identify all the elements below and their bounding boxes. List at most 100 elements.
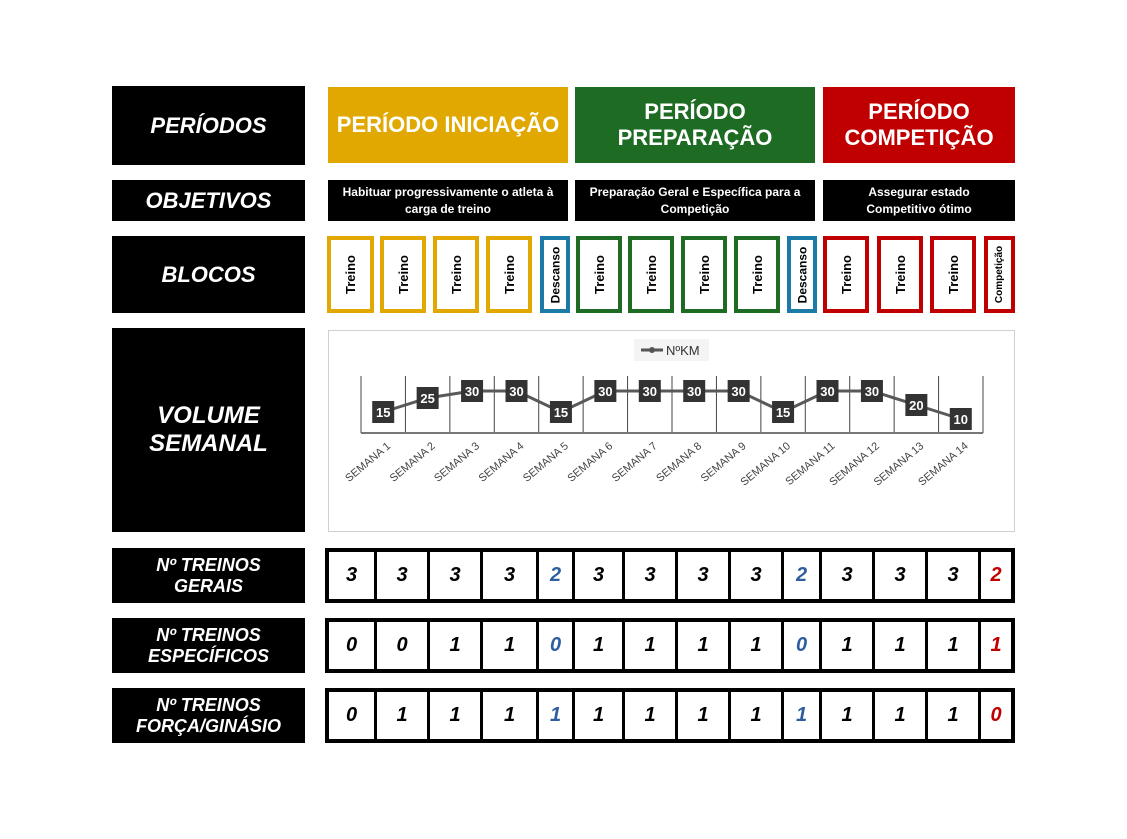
cell-especificos-12: 1 (875, 622, 928, 669)
block-14: Competição (984, 236, 1015, 313)
cell-especificos-7: 1 (625, 622, 678, 669)
cell-especificos-6: 1 (575, 622, 625, 669)
cell-gerais-12: 3 (875, 552, 928, 599)
block-label: Treino (838, 254, 854, 295)
data-label: 20 (909, 398, 923, 413)
cell-gerais-10: 2 (784, 552, 822, 599)
cell-forca-8: 1 (678, 692, 731, 739)
data-label: 30 (731, 384, 745, 399)
label-forca: Nº TREINOS FORÇA/GINÁSIO (112, 688, 305, 743)
block-label: Treino (749, 254, 765, 295)
cell-forca-7: 1 (625, 692, 678, 739)
data-point (860, 380, 883, 402)
data-label: 30 (865, 384, 879, 399)
cell-gerais-13: 3 (928, 552, 981, 599)
block-5: Descanso (540, 236, 570, 313)
data-point (727, 380, 750, 402)
block-label: Treino (945, 254, 961, 295)
block-3: Treino (433, 236, 479, 313)
data-label: 15 (776, 405, 790, 420)
data-label: 30 (509, 384, 523, 399)
block-10: Descanso (787, 236, 817, 313)
data-point (638, 380, 661, 402)
cell-especificos-1: 0 (329, 622, 377, 669)
block-12: Treino (877, 236, 923, 313)
data-label: 30 (465, 384, 479, 399)
data-point (772, 401, 795, 423)
data-point (594, 380, 617, 402)
block-label: Treino (448, 254, 464, 295)
block-label: Treino (395, 254, 411, 295)
data-point (905, 394, 928, 416)
cell-especificos-11: 1 (822, 622, 875, 669)
block-label: Treino (343, 254, 359, 295)
cell-gerais-3: 3 (430, 552, 483, 599)
cell-forca-13: 1 (928, 692, 981, 739)
block-label: Treino (591, 254, 607, 295)
objective-iniciacao: Habituar progressivamente o atleta à car… (328, 180, 568, 221)
label-periodos: PERÍODOS (112, 86, 305, 165)
x-tick-label: SEMANA 5 (521, 440, 571, 485)
data-label: 15 (554, 405, 568, 420)
cell-gerais-4: 3 (483, 552, 539, 599)
block-2: Treino (380, 236, 426, 313)
cell-especificos-4: 1 (483, 622, 539, 669)
data-point (505, 380, 528, 402)
block-8: Treino (681, 236, 727, 313)
cell-especificos-10: 0 (784, 622, 822, 669)
data-point (416, 387, 439, 409)
block-label: Descanso (548, 246, 563, 303)
x-tick-label: SEMANA 1 (343, 440, 393, 485)
label-objetivos: OBJETIVOS (112, 180, 305, 221)
x-tick-label: SEMANA 3 (432, 440, 482, 485)
cell-gerais-6: 3 (575, 552, 625, 599)
cell-forca-14: 0 (990, 704, 1002, 726)
x-tick-label: SEMANA 4 (477, 440, 527, 485)
cell-forca-4: 1 (483, 692, 539, 739)
block-13: Treino (930, 236, 976, 313)
data-label: 30 (643, 384, 657, 399)
cell-forca-6: 1 (575, 692, 625, 739)
cell-gerais-8: 3 (678, 552, 731, 599)
data-label: 15 (376, 405, 390, 420)
cell-forca-12: 1 (875, 692, 928, 739)
period-preparacao: PERÍODO PREPARAÇÃO (575, 87, 815, 163)
legend-label: NºKM (666, 343, 700, 358)
period-competicao: PERÍODO COMPETIÇÃO (823, 87, 1015, 163)
block-4: Treino (486, 236, 532, 313)
data-label: 10 (954, 412, 968, 427)
data-label: 30 (598, 384, 612, 399)
cell-gerais-1: 3 (329, 552, 377, 599)
cell-forca-9: 1 (731, 692, 784, 739)
block-7: Treino (628, 236, 674, 313)
cell-gerais-9: 3 (731, 552, 784, 599)
cell-gerais-2: 3 (377, 552, 430, 599)
cell-especificos-5: 0 (539, 622, 575, 669)
data-label: 30 (820, 384, 834, 399)
cell-gerais-7: 3 (625, 552, 678, 599)
objective-competicao: Assegurar estado Competitivo ótimo (823, 180, 1015, 221)
data-point (461, 380, 484, 402)
cell-especificos-2: 0 (377, 622, 430, 669)
x-tick-label: SEMANA 2 (388, 440, 438, 485)
period-iniciacao: PERÍODO INICIAÇÃO (328, 87, 568, 163)
block-label: Descanso (795, 246, 810, 303)
label-especificos: Nº TREINOS ESPECÍFICOS (112, 618, 305, 673)
x-tick-label: SEMANA 8 (654, 440, 704, 485)
block-label: Competição (994, 245, 1006, 304)
data-label: 30 (687, 384, 701, 399)
cell-gerais-5: 2 (539, 552, 575, 599)
label-gerais: Nº TREINOS GERAIS (112, 548, 305, 603)
block-label: Treino (501, 254, 517, 295)
cell-especificos-13: 1 (928, 622, 981, 669)
block-label: Treino (643, 254, 659, 295)
legend-marker (649, 347, 655, 353)
block-label: Treino (696, 254, 712, 295)
legend-box (634, 339, 709, 361)
x-tick-label: SEMANA 6 (565, 440, 615, 485)
